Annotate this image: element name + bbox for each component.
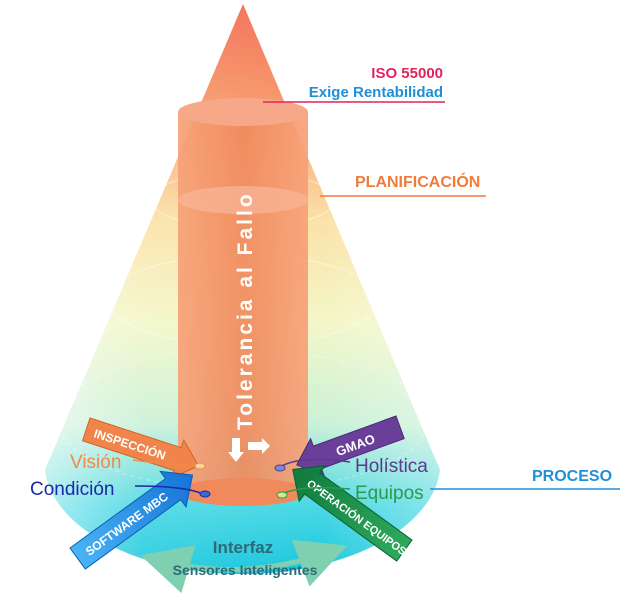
column-top: [178, 98, 308, 126]
proceso-label: PROCESO: [532, 468, 612, 485]
vision-dot: [194, 462, 206, 470]
connectors: [132, 458, 351, 499]
sensores-label: Sensores Inteligentes: [173, 562, 318, 578]
proceso-callout: PROCESO: [430, 468, 620, 490]
iso-callout: ISO 55000 Exige Rentabilidad: [263, 65, 445, 103]
holistica-label: Holística: [355, 456, 428, 477]
condicion-dot: [199, 490, 211, 498]
iso-label: ISO 55000: [371, 65, 443, 82]
rentabilidad-label: Exige Rentabilidad: [309, 84, 443, 101]
equipos-dot: [276, 491, 288, 499]
planificacion-label: PLANIFICACIÓN: [355, 172, 480, 191]
interfaz-connector: Interfaz Sensores Inteligentes: [140, 538, 348, 594]
column-band: [178, 186, 308, 214]
equipos-label: Equipos: [355, 483, 424, 504]
tolerance-label: Tolerancia al Fallo: [234, 191, 257, 430]
arrow-right-icon: [248, 438, 270, 454]
condicion-label: Condición: [30, 479, 115, 500]
planificacion-callout: PLANIFICACIÓN: [320, 172, 486, 197]
interfaz-label: Interfaz: [213, 538, 273, 557]
arrow-down-icon: [228, 438, 244, 462]
tolerance-column: Tolerancia al Fallo: [178, 98, 308, 506]
column-body: [178, 112, 308, 492]
vision-label: Visión: [70, 452, 121, 473]
holistica-dot: [274, 464, 286, 472]
column-bottom: [178, 478, 308, 506]
